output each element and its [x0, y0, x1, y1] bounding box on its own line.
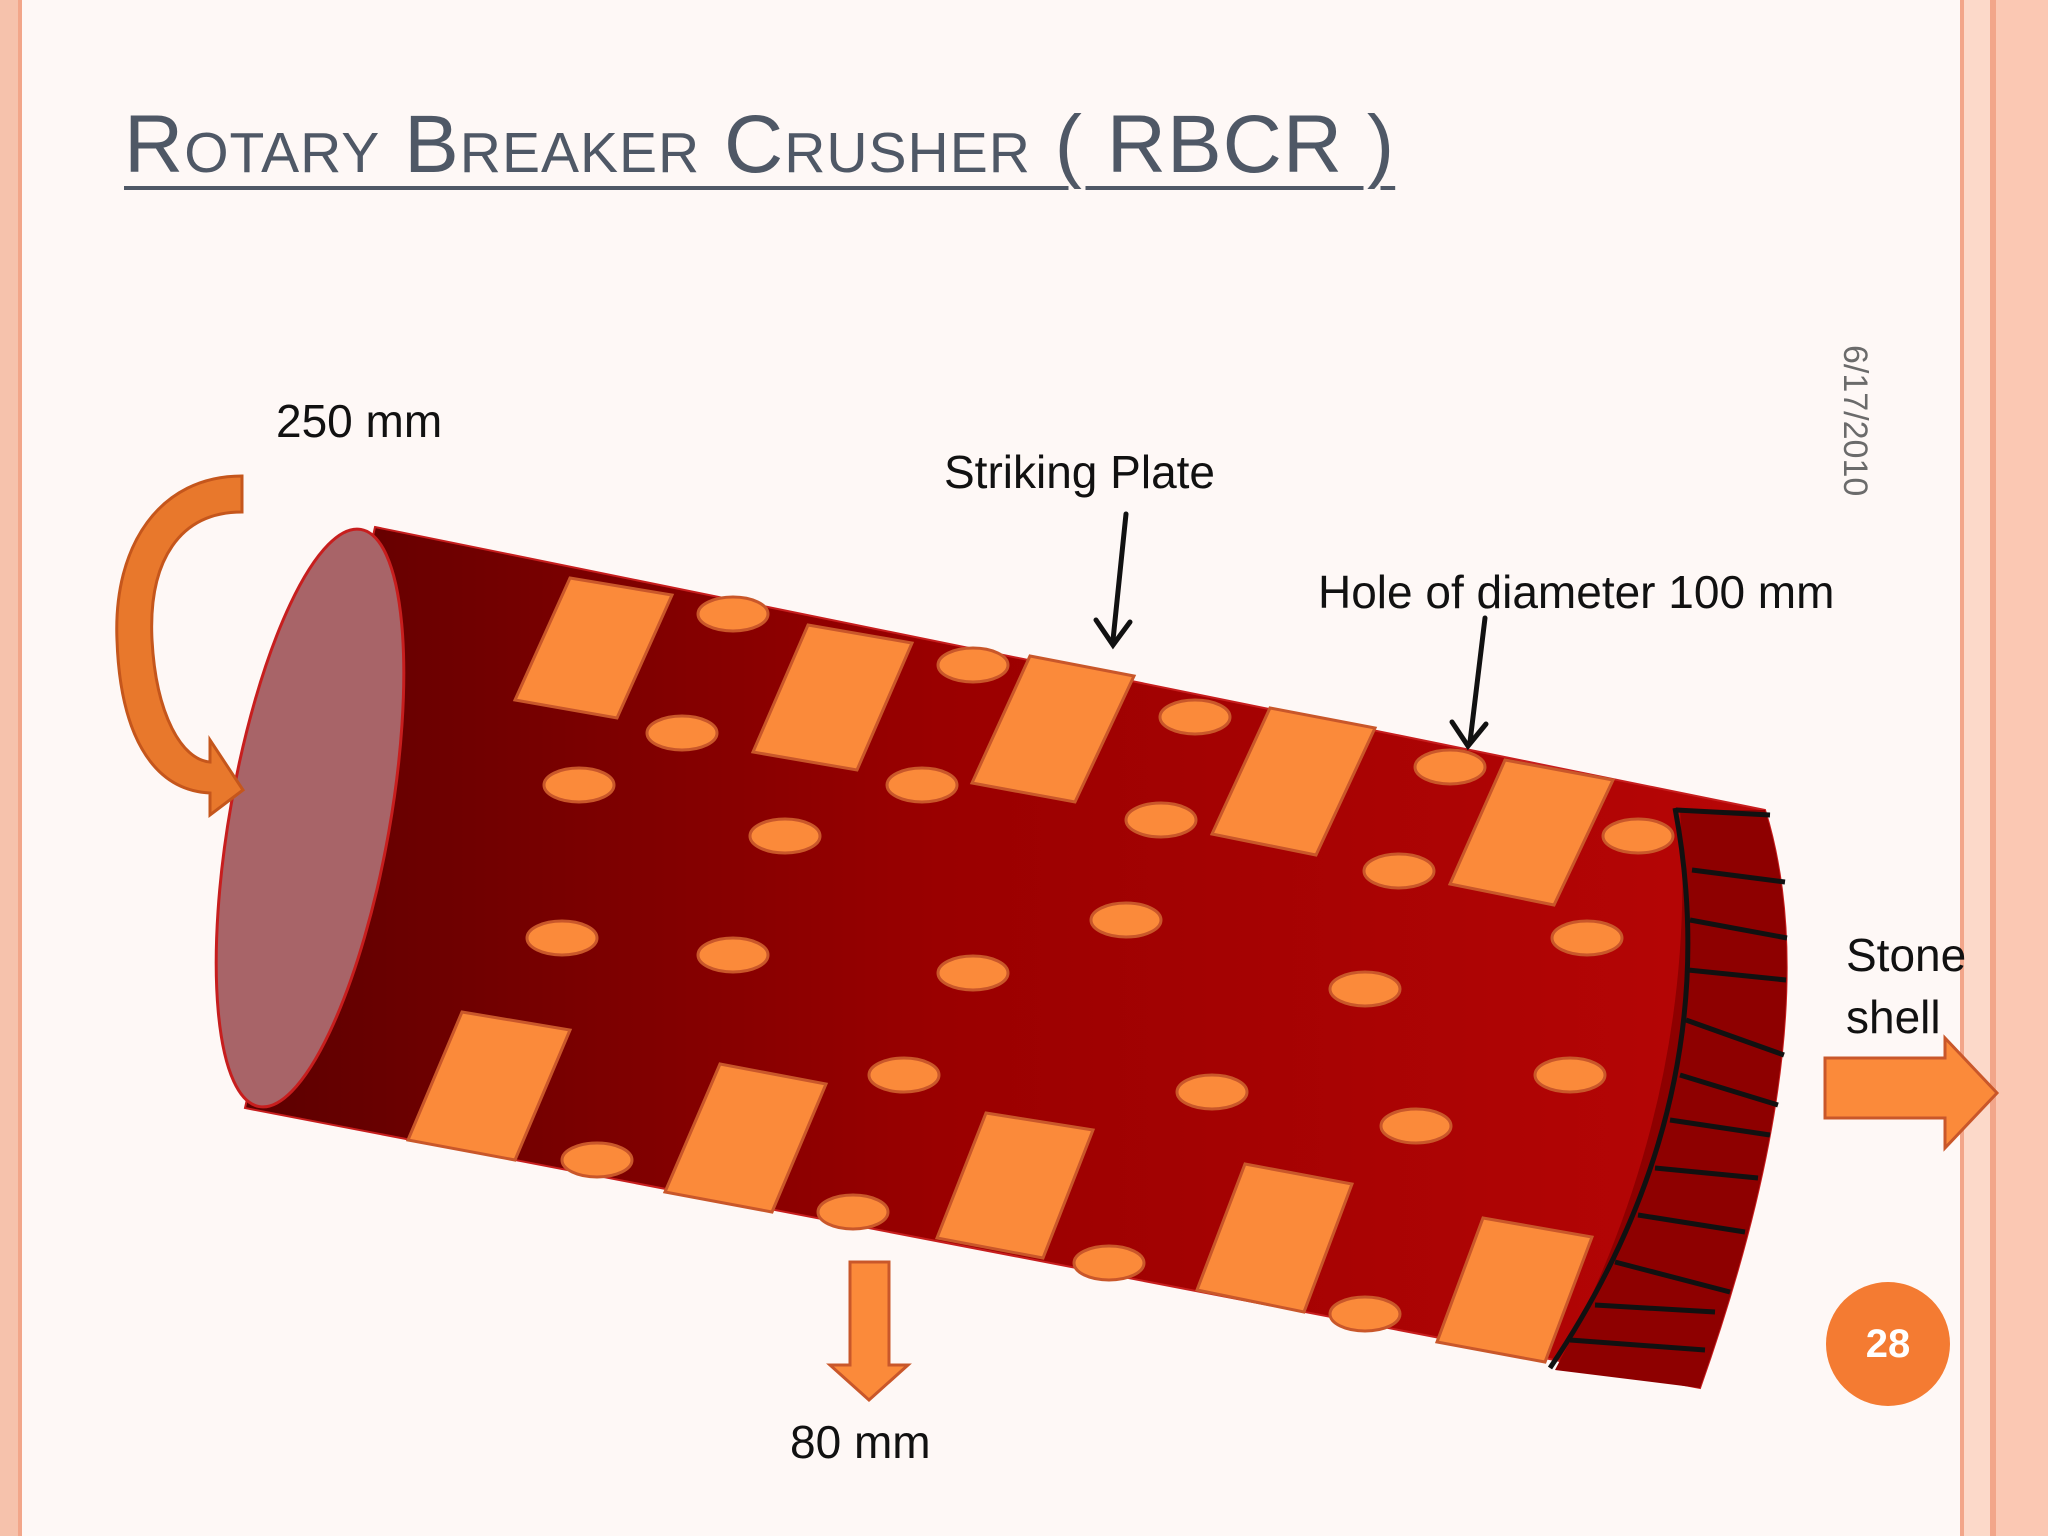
curved-arrow-icon	[115, 474, 246, 819]
hole	[936, 954, 1010, 992]
striking-plate	[934, 1111, 1096, 1260]
striking-plate	[1209, 706, 1378, 857]
right-border	[1960, 0, 2048, 1536]
hole	[696, 936, 770, 974]
slide-title: Rotary Breaker Crusher ( RBCR )	[124, 99, 1396, 190]
striking-plate	[512, 576, 675, 720]
striking-plate	[1447, 758, 1616, 907]
end-hatching	[1547, 807, 1788, 1370]
hole	[696, 595, 770, 633]
holes	[525, 595, 1675, 1333]
striking-plate	[405, 1010, 573, 1162]
striking-plates-top	[512, 576, 1616, 907]
hole	[1072, 1244, 1146, 1282]
input-size-label: 250 mm	[276, 395, 443, 447]
down-arrow-icon	[826, 1260, 912, 1403]
striking-plate	[662, 1062, 829, 1214]
hole	[525, 919, 599, 957]
hole-label: Hole of diameter 100 mm	[1318, 566, 1835, 618]
hole	[560, 1141, 634, 1179]
right-arrow-icon	[1823, 1034, 2000, 1152]
pointer-arrows	[1093, 511, 1489, 751]
left-border	[0, 0, 22, 1536]
hole	[1328, 970, 1402, 1008]
striking-plate	[750, 623, 915, 772]
hole	[748, 817, 822, 855]
stone-shell-label: Stone shell	[1846, 924, 1996, 1048]
page-number-badge: 28	[1826, 1282, 1950, 1406]
striking-plate	[969, 654, 1137, 804]
hole	[885, 766, 959, 804]
hole	[1379, 1107, 1453, 1145]
hole	[542, 766, 616, 804]
stone-label: Stone	[1846, 929, 1967, 981]
hole	[1413, 748, 1487, 786]
hole	[645, 714, 719, 752]
hole	[1328, 1295, 1402, 1333]
hole	[867, 1056, 941, 1094]
hole	[1362, 852, 1436, 890]
output-size-label: 80 mm	[790, 1416, 931, 1468]
hole	[1533, 1056, 1607, 1094]
hole	[816, 1193, 890, 1231]
hole	[1550, 919, 1624, 957]
hole	[1124, 801, 1198, 839]
striking-plate	[1434, 1216, 1595, 1364]
hole	[1175, 1073, 1249, 1111]
cylinder-opening	[214, 527, 406, 1109]
hole	[1601, 817, 1675, 855]
hole	[936, 646, 1010, 684]
striking-plates-bottom	[405, 1010, 1595, 1364]
shell-label: shell	[1846, 991, 1941, 1043]
hole	[1089, 901, 1163, 939]
striking-plate	[1194, 1162, 1355, 1314]
hole	[1158, 698, 1232, 736]
striking-plate-label: Striking Plate	[944, 446, 1216, 498]
